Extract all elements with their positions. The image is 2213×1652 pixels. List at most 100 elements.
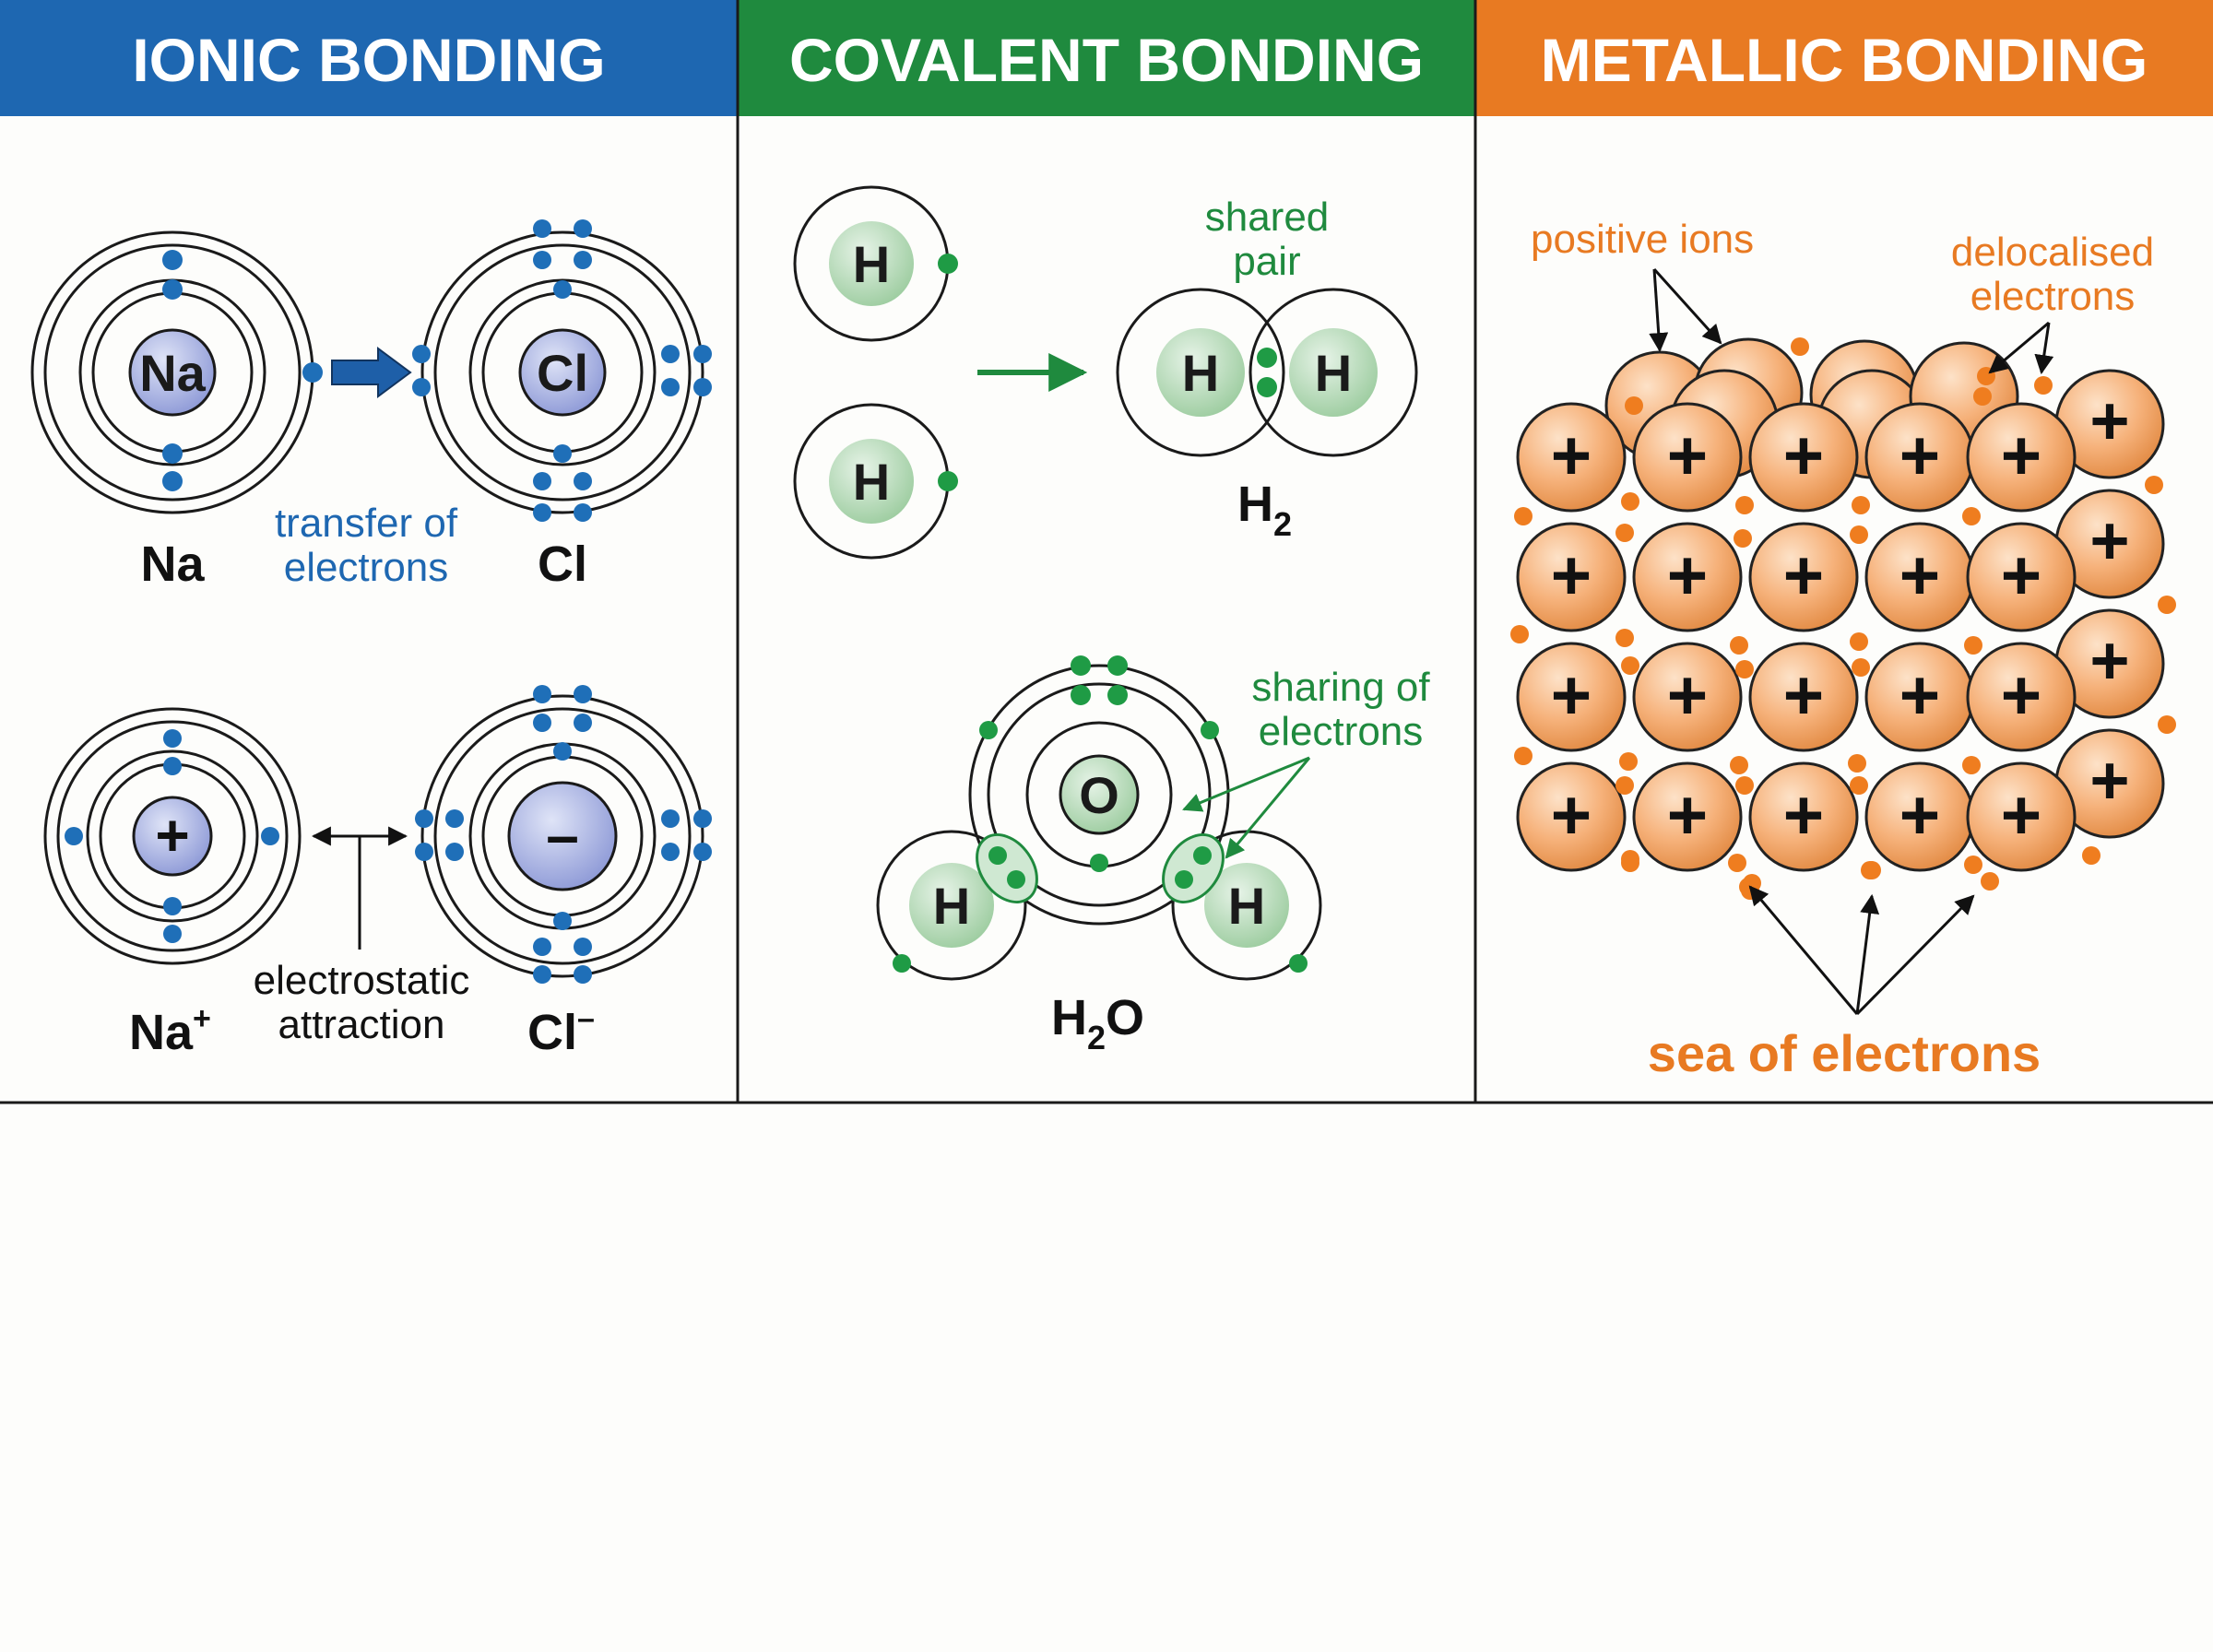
chlorine-electrons: [412, 219, 712, 522]
chlorine-symbol: Cl: [537, 344, 588, 402]
ion-charge: +: [1783, 537, 1824, 615]
ion-lattice: + + + + + + + + + +: [1516, 402, 2077, 872]
ion-charge: +: [2001, 656, 2041, 735]
metal-ion: [1748, 402, 1859, 513]
hydrogen-symbol: H: [933, 877, 970, 935]
positive-ions-arrows: [1649, 267, 1722, 353]
ion-charge: +: [1667, 417, 1708, 495]
hydrogen-atom-bottom: H: [793, 403, 958, 560]
hydrogen-atom-top: H: [793, 185, 958, 342]
ion-charge: +: [1899, 537, 1940, 615]
delocalised-electrons: [1510, 337, 2176, 900]
hydrogen-symbol: H: [853, 235, 890, 293]
sea-of-electrons-label: sea of electrons: [1648, 1024, 2041, 1082]
ionic-header: IONIC BONDING: [0, 0, 738, 116]
covalent-header: COVALENT BONDING: [738, 0, 1475, 116]
covalent-header-title: COVALENT BONDING: [789, 26, 1424, 94]
metal-ion: [1966, 761, 2077, 872]
metal-ion: [1966, 642, 2077, 752]
metal-ion: [1632, 642, 1743, 752]
metallic-panel: positive ions delocalised electrons + + …: [1510, 217, 2176, 1082]
sodium-electrons: [162, 250, 323, 491]
sharing-label-line2: electrons: [1259, 709, 1424, 754]
water-electrons: [893, 655, 1308, 973]
metal-ion: [1748, 522, 1859, 632]
ion-charge: +: [1667, 537, 1708, 615]
ion-charge: +: [1783, 776, 1824, 855]
metal-ion: [1966, 402, 2077, 513]
hydrogen-molecule: H H: [1116, 288, 1418, 457]
ion-charge: +: [2001, 776, 2041, 855]
metal-ion: [1632, 522, 1743, 632]
anion-symbol: –: [546, 802, 579, 868]
metal-ion: [1516, 522, 1627, 632]
shared-pair-label-line1: shared: [1205, 195, 1330, 240]
sodium-ion: +: [43, 707, 302, 965]
sodium-atom: Na: [30, 230, 323, 514]
cation-symbol: +: [155, 802, 189, 868]
metal-ion: [1748, 761, 1859, 872]
hydrogen-symbol: H: [1315, 344, 1352, 402]
cation-label: Na+: [129, 1001, 211, 1060]
ion-charge: +: [2089, 502, 2129, 579]
h2o-formula: H2O: [1051, 990, 1144, 1056]
delocalised-arrows: [1988, 321, 2054, 375]
ion-charge: +: [1783, 417, 1824, 495]
ion-charge: +: [2089, 742, 2129, 819]
ion-charge: +: [2089, 622, 2129, 699]
lattice-row: + + + + +: [1516, 761, 2077, 872]
transfer-arrow: [331, 347, 412, 398]
ion-charge: +: [1899, 417, 1940, 495]
sharing-pointer-arrows: [1182, 756, 1311, 859]
metal-ion: [1632, 761, 1743, 872]
hydrogen-symbol: H: [1228, 877, 1265, 935]
ion-charge: +: [1551, 537, 1592, 615]
ion-charge: +: [1551, 417, 1592, 495]
anion-label: Cl–: [527, 1001, 595, 1060]
attraction-label-line2: attraction: [278, 1002, 445, 1047]
transfer-label-line1: transfer of: [275, 501, 458, 546]
metal-ion: [1516, 642, 1627, 752]
water-molecule: O H H: [876, 655, 1322, 981]
hydrogen-symbol: H: [853, 453, 890, 511]
delocalised-label-line1: delocalised: [1951, 230, 2154, 275]
ionic-header-title: IONIC BONDING: [132, 26, 605, 94]
sodium-ion-electrons: [65, 729, 279, 943]
shared-pair-label-line2: pair: [1233, 239, 1300, 284]
sodium-label: Na: [140, 537, 205, 592]
metal-ion: [1966, 522, 2077, 632]
ion-charge: +: [2001, 417, 2041, 495]
ion-charge: +: [2089, 383, 2129, 459]
hydrogen-symbol: H: [1182, 344, 1219, 402]
metal-ion: [1516, 402, 1627, 513]
right-ion-column: + + + +: [2054, 369, 2165, 839]
ionic-panel: Na Cl: [30, 219, 712, 1060]
lattice-row: + + + + +: [1516, 402, 2077, 513]
ion-charge: +: [1551, 776, 1592, 855]
transfer-label-line2: electrons: [284, 545, 449, 590]
chloride-ion-electrons: [415, 685, 712, 984]
metal-ion: [1632, 402, 1743, 513]
sea-arrows: [1748, 885, 1975, 1016]
ion-charge: +: [1551, 656, 1592, 735]
attraction-arrow: [311, 826, 408, 950]
lattice-row: + + + + +: [1516, 522, 2077, 632]
chlorine-atom: Cl: [412, 219, 712, 522]
oxygen-symbol: O: [1079, 766, 1119, 824]
metallic-header: METALLIC BONDING: [1475, 0, 2213, 116]
chlorine-label: Cl: [538, 537, 587, 592]
attraction-label-line1: electrostatic: [254, 958, 470, 1003]
sodium-symbol: Na: [139, 344, 206, 402]
sharing-label-line1: sharing of: [1251, 665, 1430, 710]
lattice-row: + + + + +: [1516, 642, 2077, 752]
metallic-header-title: METALLIC BONDING: [1541, 26, 2148, 94]
chloride-ion: –: [415, 685, 712, 984]
ion-charge: +: [1899, 776, 1940, 855]
shared-electron: [1257, 348, 1277, 368]
positive-ions-label: positive ions: [1531, 217, 1754, 262]
metal-ion: [1748, 642, 1859, 752]
shared-electron: [1257, 377, 1277, 397]
covalent-panel: H H H H shared pair H2: [793, 185, 1430, 1056]
ion-charge: +: [1667, 776, 1708, 855]
